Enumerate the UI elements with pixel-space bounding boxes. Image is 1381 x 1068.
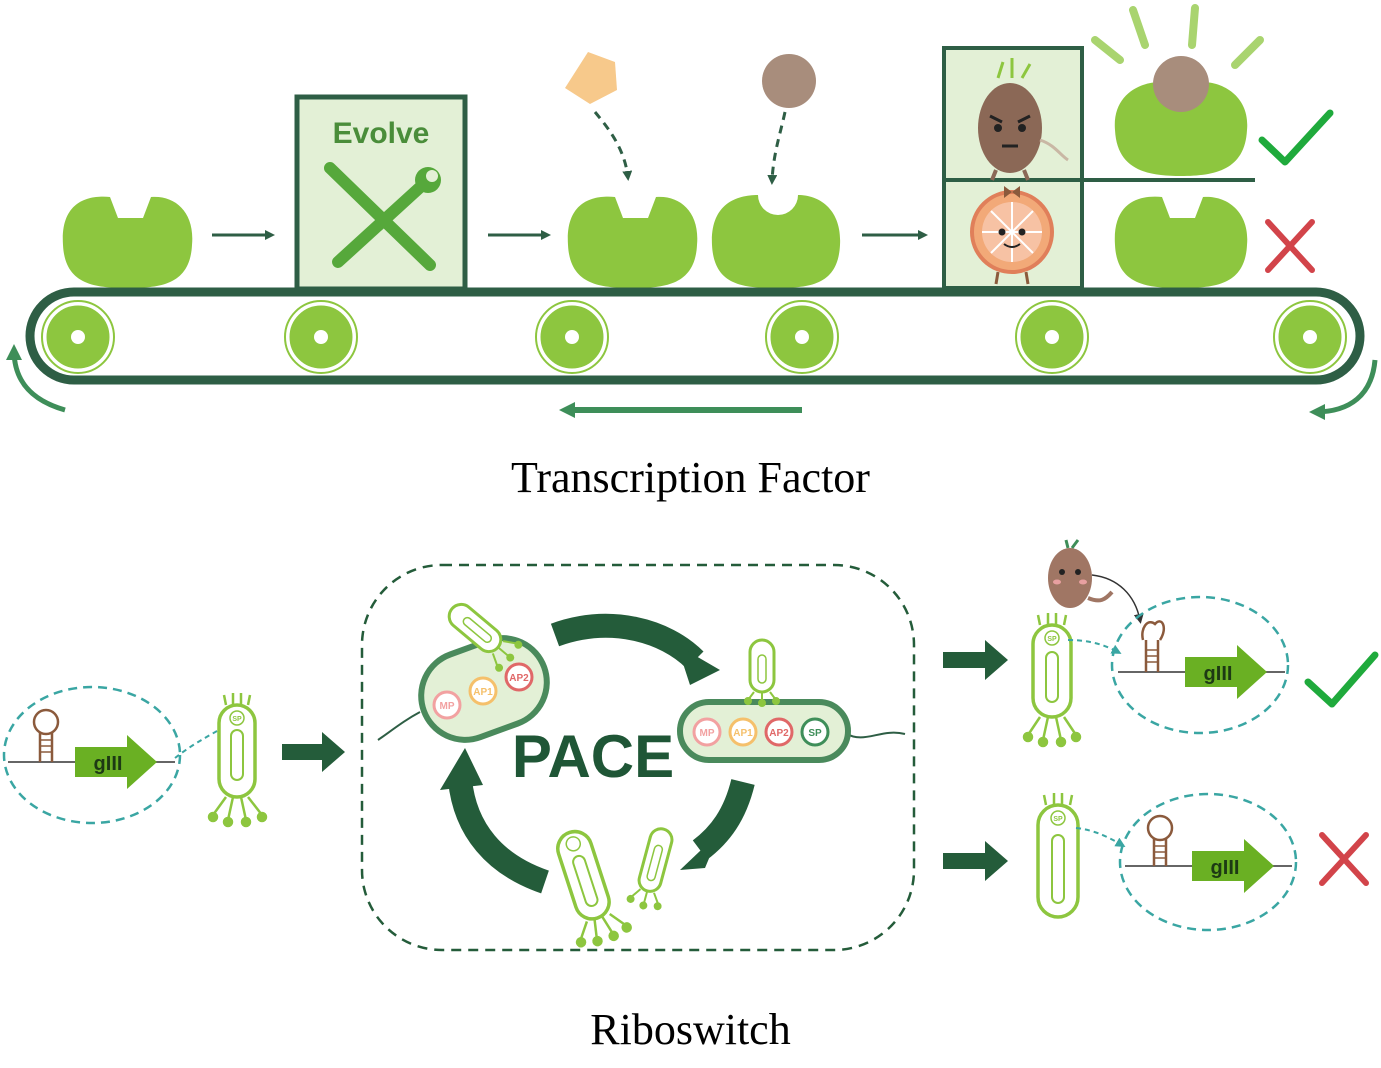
- riboswitch-hairpin-bound-icon: [1141, 620, 1166, 672]
- riboswitch-construct-fail: gIII: [1118, 792, 1298, 932]
- cycle-arrow-right-head: [680, 832, 720, 870]
- cycle-arrow-right: [692, 778, 755, 860]
- checkmark-icon: [1258, 109, 1334, 166]
- conveyor-roller: [41, 300, 115, 374]
- svg-text:gIII: gIII: [94, 753, 123, 775]
- arrow-to-fail-output: [943, 841, 1008, 881]
- cycle-arrow-left: [448, 778, 550, 894]
- svg-text:AP2: AP2: [769, 728, 789, 739]
- riboswitch-construct-input: gIII: [2, 685, 182, 825]
- riboswitch-construct-pass: gIII: [1110, 595, 1290, 735]
- svg-text:AP2: AP2: [509, 673, 529, 684]
- evolve-box: Evolve: [294, 94, 468, 292]
- phage-cycle-top-left: [447, 602, 523, 672]
- left-rotation-arrow: [6, 344, 66, 413]
- phage-cycle-bottom-small: [626, 827, 674, 911]
- conveyor-roller: [765, 300, 839, 374]
- ligand-pentagon-dashed-arrow: [593, 111, 633, 181]
- protein-active: [1114, 56, 1248, 176]
- grapefruit-character: [970, 186, 1054, 285]
- host-cell-2: MP AP1 AP2 SP: [677, 699, 906, 763]
- wrench-screwdriver-icon: [324, 162, 441, 271]
- svg-text:gIII: gIII: [1204, 663, 1233, 685]
- arrow-into-pace: [282, 732, 345, 772]
- conveyor-roller: [535, 300, 609, 374]
- checkmark-icon: [1304, 651, 1379, 708]
- plasmid-mp: MP: [432, 690, 462, 720]
- svg-text:SP: SP: [1053, 816, 1063, 823]
- sweet-potato-character: [978, 58, 1069, 181]
- pace-container: PACE MP AP1: [360, 563, 916, 952]
- plasmid-ap2: AP2: [764, 717, 794, 747]
- giii-gene-arrow: gIII: [75, 735, 157, 789]
- plasmid-ap1: AP1: [468, 676, 498, 706]
- protein-initial: [62, 196, 193, 288]
- plasmid-ap1: AP1: [728, 717, 758, 747]
- transcription-factor-caption: Transcription Factor: [511, 453, 870, 502]
- giii-gene-arrow: gIII: [1185, 645, 1267, 699]
- conveyor-roller: [284, 300, 358, 374]
- protein-inactive: [1114, 196, 1248, 288]
- conveyor-roller: [1273, 300, 1347, 374]
- riboswitch-hairpin-icon: [1146, 814, 1174, 866]
- svg-text:AP1: AP1: [733, 728, 753, 739]
- ligand-binding-arrow: [1091, 574, 1144, 624]
- cycle-arrow-top: [550, 613, 704, 669]
- conveyor-roller: [1015, 300, 1089, 374]
- cross-icon: [1319, 832, 1369, 886]
- phage-cycle-bottom-large: [556, 829, 632, 948]
- activation-rays: [1091, 4, 1264, 69]
- cycle-arrow-left-head: [440, 748, 483, 790]
- cycle-arrow-top-head: [677, 645, 720, 685]
- protein-evolved-a: [567, 196, 698, 288]
- svg-text:SP: SP: [232, 716, 242, 723]
- phage-cycle-top-right: [744, 638, 780, 707]
- cross-icon: [1265, 219, 1315, 273]
- riboswitch-hairpin-icon: [32, 708, 60, 762]
- giii-gene-arrow: gIII: [1192, 839, 1274, 893]
- ligand-circle-dashed-arrow: [767, 111, 787, 185]
- svg-text:gIII: gIII: [1211, 857, 1240, 879]
- evolve-label: Evolve: [333, 117, 430, 150]
- riboswitch-caption: Riboswitch: [590, 1005, 791, 1054]
- host-cell-1: MP AP1 AP2: [377, 635, 550, 743]
- svg-text:SP: SP: [808, 728, 822, 739]
- svg-text:SP: SP: [1047, 636, 1057, 643]
- plasmid-ap2: AP2: [504, 662, 534, 692]
- phage-output-pass: SP: [1022, 613, 1082, 748]
- svg-text:AP1: AP1: [473, 687, 493, 698]
- ligand-pentagon: [565, 52, 617, 104]
- phage-input: SP: [207, 693, 268, 828]
- transcription-factor-panel: Evolve: [6, 4, 1378, 420]
- protein-evolved-b: [711, 195, 841, 288]
- svg-text:MP: MP: [700, 728, 715, 739]
- ligand-circle: [762, 54, 816, 108]
- pass-link-dashed: [1067, 639, 1122, 654]
- riboswitch-panel: gIII SP PACE: [2, 539, 1379, 952]
- sweet-potato-ligand: [1048, 539, 1114, 608]
- svg-text:MP: MP: [440, 701, 455, 712]
- pace-label: PACE: [512, 723, 674, 790]
- right-rotation-arrow: [1309, 359, 1378, 420]
- plasmid-mp: MP: [692, 717, 722, 747]
- plasmid-sp: SP: [800, 717, 830, 747]
- fail-link-dashed: [1075, 827, 1126, 848]
- conveyor-belt: [25, 287, 1365, 385]
- phage-output-fail: SP: [1036, 793, 1080, 919]
- arrow-to-pass-output: [943, 640, 1008, 680]
